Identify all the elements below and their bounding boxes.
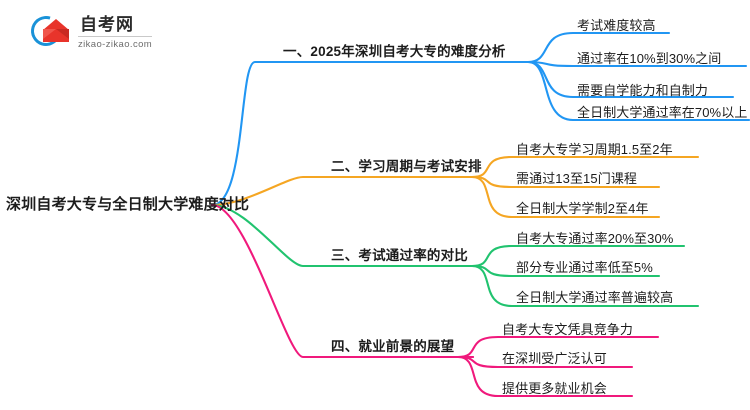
leaf-node-difficulty-analysis-4[interactable]: 全日制大学通过率在70%以上 <box>577 105 748 120</box>
branch-node-pass-rate-comparison[interactable]: 三、考试通过率的对比 <box>331 248 468 263</box>
leaf-node-pass-rate-comparison-1[interactable]: 自考大专通过率20%至30% <box>516 231 674 246</box>
graduation-cap-icon <box>25 10 72 52</box>
logo-text: 自考网 zikao-zikao.com <box>78 13 153 51</box>
branch-node-study-cycle[interactable]: 二、学习周期与考试安排 <box>331 159 482 174</box>
branch-node-difficulty-analysis[interactable]: 一、2025年深圳自考大专的难度分析 <box>283 44 506 59</box>
root-node[interactable]: 深圳自考大专与全日制大学难度对比 <box>6 196 250 213</box>
leaf-node-study-cycle-3[interactable]: 全日制大学学制2至4年 <box>516 201 649 216</box>
logo-cap-fold <box>43 29 69 39</box>
leaf-node-pass-rate-comparison-2[interactable]: 部分专业通过率低至5% <box>516 260 653 275</box>
branch-node-employment-outlook[interactable]: 四、就业前景的展望 <box>331 339 455 354</box>
leaf-node-employment-outlook-2[interactable]: 在深圳受广泛认可 <box>502 351 607 366</box>
leaf-node-difficulty-analysis-3[interactable]: 需要自学能力和自制力 <box>577 83 709 98</box>
leaf-node-study-cycle-1[interactable]: 自考大专学习周期1.5至2年 <box>516 142 673 157</box>
leaf-node-pass-rate-comparison-3[interactable]: 全日制大学通过率普遍较高 <box>516 290 674 305</box>
logo-cap-top <box>43 19 69 30</box>
leaf-node-study-cycle-2[interactable]: 需通过13至15门课程 <box>516 171 638 186</box>
site-logo: 自考网 zikao-zikao.com <box>25 10 190 54</box>
leaf-node-employment-outlook-3[interactable]: 提供更多就业机会 <box>502 381 607 396</box>
leaf-node-employment-outlook-1[interactable]: 自考大专文凭具竞争力 <box>502 322 634 337</box>
logo-title: 自考网 <box>78 15 153 37</box>
leaf-node-difficulty-analysis-2[interactable]: 通过率在10%到30%之间 <box>577 51 722 66</box>
logo-domain: zikao-zikao.com <box>78 39 153 50</box>
leaf-node-difficulty-analysis-1[interactable]: 考试难度较高 <box>577 18 656 33</box>
